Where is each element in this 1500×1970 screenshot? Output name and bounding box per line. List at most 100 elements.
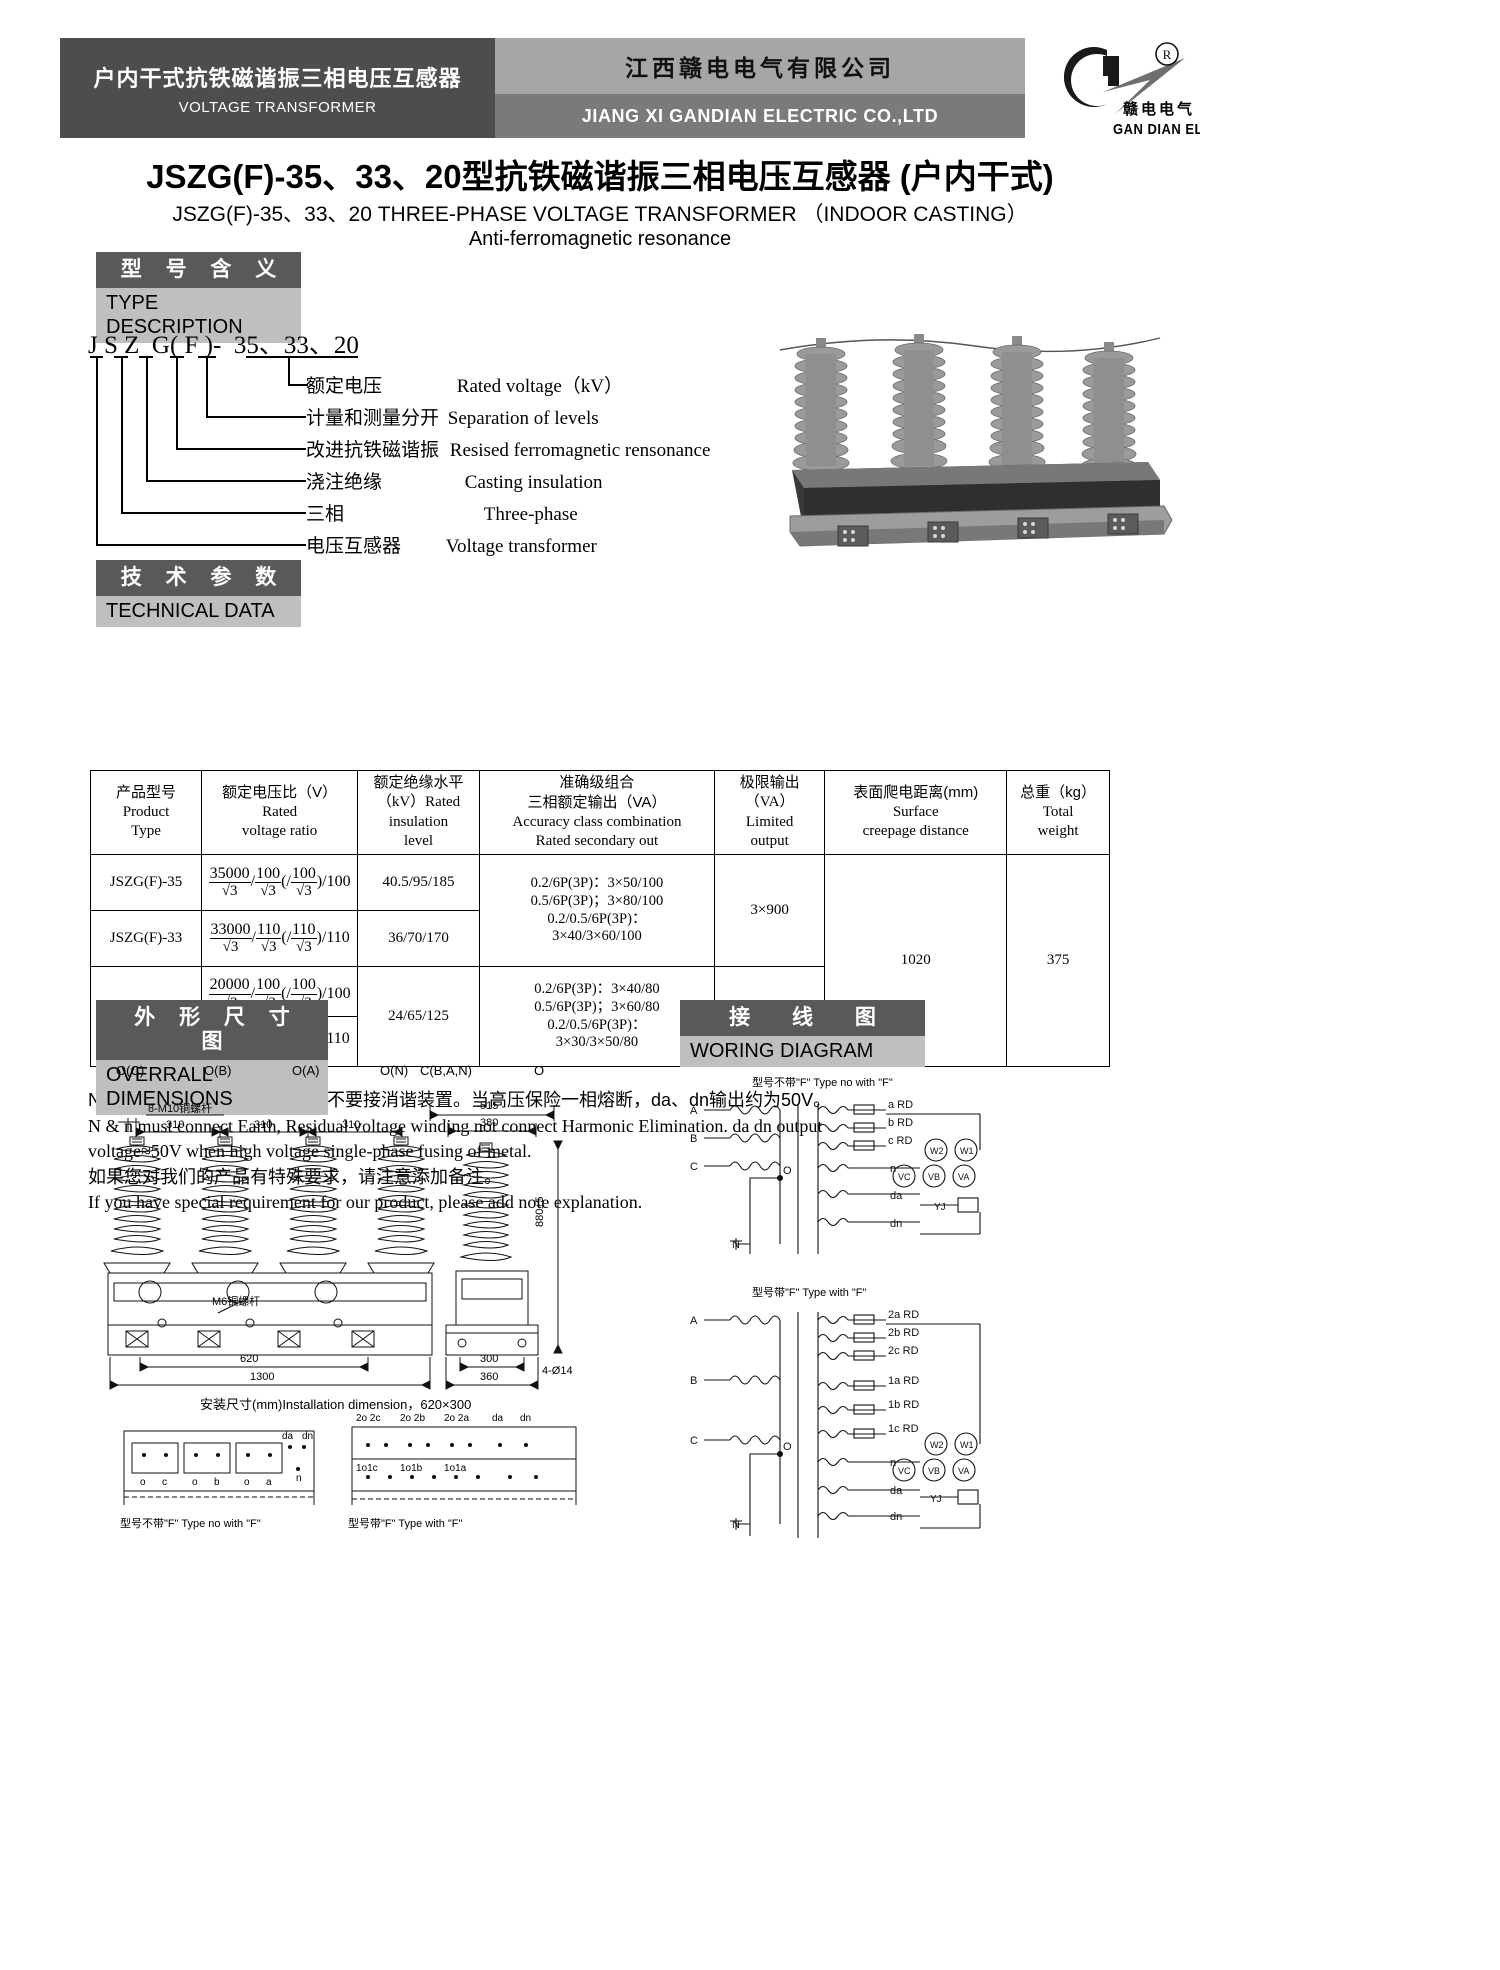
terminal-label-1o1a: 1o1a — [444, 1463, 467, 1474]
side-right-label: O — [534, 1063, 545, 1078]
note-line-5: If you have special requirement for our … — [88, 1192, 643, 1213]
col-insulation-level: 额定绝缘水平 （kV）Rated insulation level — [357, 769, 480, 856]
ratio-tail: /110 — [321, 929, 350, 947]
wiring-caption-2: 型号带"F" Type with "F" — [752, 1287, 867, 1299]
col-insulation-en1: （kV）Rated — [376, 793, 461, 810]
svg-text:2c RD: 2c RD — [888, 1345, 919, 1357]
side-view-drawing: C(B,A,N) O 515 380 880±5 300 360 4-Ø14 — [418, 1063, 578, 1405]
header-company-block: 江西赣电电气有限公司 JIANG XI GANDIAN ELECTRIC CO.… — [495, 38, 1025, 138]
bolt-note-2-label: M6铜螺杆 — [212, 1296, 261, 1308]
note-line-2: N & n must connect Earth, Residual volta… — [88, 1115, 823, 1136]
type-row-2-en: Resised ferromagnetic rensonance — [449, 440, 711, 461]
terminal-label-o2: o — [192, 1477, 198, 1488]
cell-insulation: 40.5/95/185 — [357, 854, 480, 912]
depth-360-label: 360 — [480, 1371, 499, 1383]
accuracy-line-2: 0.5/6P(3P)；3×80/100 — [530, 893, 664, 909]
col-rated-ratio-en1: Rated — [262, 803, 298, 820]
col-accuracy: 准确级组合 三相额定输出（VA） Accuracy class combinat… — [478, 769, 715, 856]
svg-text:b RD: b RD — [888, 1117, 913, 1129]
svg-text:VA: VA — [958, 1172, 969, 1182]
ratio-a-num: 35000 — [208, 864, 251, 884]
terminal-label-o3: o — [244, 1477, 250, 1488]
col-weight-en2: weight — [1037, 823, 1079, 840]
side-top-label: C(B,A,N) — [420, 1063, 472, 1078]
terminal-box-with-f-caption: 型号带"F" Type with "F" — [348, 1518, 463, 1530]
logo-text-en: GAN DIAN ELECTRIC — [1113, 120, 1200, 138]
banner-technical-data: 技 术 参 数 TECHNICAL DATA — [96, 560, 301, 628]
svg-text:2a RD: 2a RD — [888, 1309, 919, 1321]
wiring-svg-1: ABC N O a RD b RD c RD n da dn W2 W1 VC … — [690, 1099, 981, 1254]
bolt-note-label: 8-M10铜螺杆 — [148, 1103, 213, 1115]
svg-text:B: B — [690, 1133, 697, 1145]
datasheet-page: 户内干式抗铁磁谐振三相电压互感器 VOLTAGE TRANSFORMER 江西赣… — [60, 38, 1200, 1538]
ratio2-tail: /110 — [321, 1030, 350, 1048]
ratio-a-num: 20000 — [208, 975, 251, 995]
col-limited-cn: 极限输出 — [739, 774, 800, 791]
terminal-label-n: n — [296, 1473, 302, 1484]
cell-insulation: 36/70/170 — [357, 910, 480, 968]
type-row-0-cn: 额定电压 — [306, 376, 383, 397]
terminal-label-c: c — [162, 1477, 167, 1488]
accuracy-line-1: 0.2/6P(3P)：3×40/80 — [534, 981, 660, 998]
header-company-en-row: JIANG XI GANDIAN ELECTRIC CO.,LTD — [495, 94, 1025, 138]
terminal-label-da2: da — [492, 1413, 504, 1424]
ratio-a-den: √3 — [221, 883, 238, 900]
terminal-box-with-f: 2o 2c 2o 2b 2o 2a da dn 1o1c 1o1b 1o1a 型… — [348, 1413, 580, 1535]
svg-text:VC: VC — [898, 1466, 911, 1476]
svg-text:O: O — [783, 1165, 792, 1177]
accuracy-line-1: 0.2/6P(3P)：3×50/100 — [530, 875, 664, 892]
spacing-label-1: 310 — [166, 1119, 185, 1131]
col-insulation-cn: 额定绝缘水平 — [373, 774, 464, 791]
col-accuracy-cn1: 准确级组合 — [559, 774, 635, 791]
banner-overall-dimensions: 外 形 尺 寸 图 OVERRALL DIMENSIONS — [96, 1000, 328, 1116]
wiring-svg-2: ABC N O 2a RD 2b RD 2c RD 1a RD 1b RD 1c… — [690, 1309, 981, 1538]
svg-text:da: da — [890, 1485, 903, 1497]
header-company-cn: 江西赣电电气有限公司 — [625, 55, 895, 81]
installation-dimension-note: 安装尺寸(mm)Installation dimension，620×300 — [200, 1397, 472, 1412]
accuracy-line-2: 0.5/6P(3P)；3×60/80 — [534, 999, 660, 1015]
ratio-a-den: √3 — [222, 939, 239, 956]
ratio-c-num: 100 — [290, 975, 317, 995]
header-product-en: VOLTAGE TRANSFORMER — [178, 98, 377, 116]
terminal-label-o1: o — [140, 1477, 146, 1488]
ratio-b-num: 100 — [255, 975, 282, 995]
col-total-weight: 总重（kg） Total weight — [1006, 769, 1110, 856]
banner-wiring-diagram-en: WORING DIAGRAM — [680, 1036, 925, 1068]
cell-ratio: 33000√3/110√3(/110√3)/110 — [201, 910, 359, 968]
page-subtitle: Anti-ferromagnetic resonance — [468, 228, 732, 250]
svg-text:1b RD: 1b RD — [888, 1399, 919, 1411]
type-row-0-en: Rated voltage（kV） — [456, 376, 623, 397]
type-row-3-en: Casting insulation — [464, 472, 603, 493]
type-row-3-cn: 浇注绝缘 — [306, 472, 383, 493]
terminal-box-no-f-caption: 型号不带"F" Type no with "F" — [120, 1518, 261, 1530]
accuracy-line-4: 3×40/3×60/100 — [552, 928, 642, 945]
terminal-label-dn: dn — [302, 1431, 314, 1442]
col-insulation-en3: level — [403, 833, 434, 850]
banner-type-description-en: TYPE DESCRIPTION — [96, 288, 301, 344]
banner-type-description: 型 号 含 义 TYPE DESCRIPTION — [96, 252, 301, 344]
svg-text:da: da — [890, 1190, 903, 1202]
width-380-label: 380 — [480, 1117, 499, 1129]
svg-text:1a RD: 1a RD — [888, 1375, 919, 1387]
ratio-tail: /100 — [322, 984, 351, 1002]
col-product-type: 产品型号 Product Type — [89, 769, 203, 856]
ratio-a-num: 33000 — [209, 920, 252, 940]
svg-text:C: C — [690, 1161, 698, 1173]
type-row-2-cn: 改进抗铁磁谐振 — [306, 440, 440, 461]
svg-text:R: R — [1163, 47, 1172, 62]
depth-300-label: 300 — [480, 1353, 499, 1365]
type-row-4-cn: 三相 — [306, 504, 345, 525]
col-weight-en1: Total — [1042, 803, 1074, 820]
col-accuracy-en2: Rated secondary out — [535, 833, 659, 850]
col-accuracy-cn2: 三相额定输出（VA） — [527, 793, 667, 811]
banner-overall-dimensions-cn: 外 形 尺 寸 图 — [96, 1000, 328, 1061]
terminal-label-2o2b: 2o 2b — [400, 1413, 426, 1424]
terminal-label-dn2: dn — [520, 1413, 532, 1424]
accuracy-line-3: 0.2/0.5/6P(3P)： — [547, 910, 647, 927]
wiring-diagram-no-f: 型号不带"F" Type no with "F" — [690, 1077, 1120, 1270]
type-row-2: 改进抗铁磁谐振 Resised ferromagnetic rensonance — [306, 435, 710, 462]
spacing-label-3: 310 — [342, 1119, 361, 1131]
page-title-en: JSZG(F)-35、33、20 THREE-PHASE VOLTAGE TRA… — [172, 203, 1028, 226]
svg-text:c RD: c RD — [888, 1135, 913, 1147]
col-rated-ratio-cn: 额定电压比（V） — [222, 783, 338, 801]
